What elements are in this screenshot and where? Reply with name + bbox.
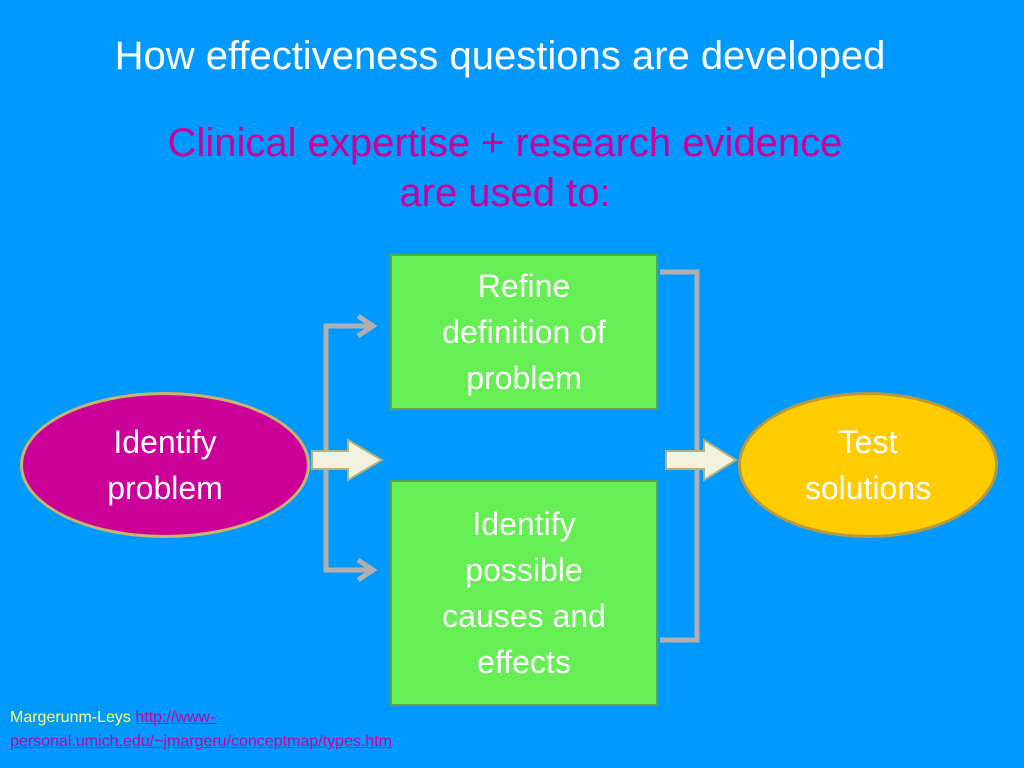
arrowhead-to-refine [356, 313, 378, 339]
credit-link-line-2: personal.umich.edu/~jmargeru/conceptmap/… [10, 733, 392, 750]
block-arrow-left [311, 438, 384, 482]
subtitle: Clinical expertise + research evidence a… [60, 118, 950, 218]
identify-causes-node: Identify possible causes and effects [390, 480, 658, 706]
refine-definition-node: Refine definition of problem [390, 254, 658, 410]
identify-problem-node: Identify problem [20, 392, 310, 538]
subtitle-line-2: are used to: [399, 171, 611, 215]
branch-connector [323, 323, 372, 573]
credit: Margerunm-Leys http://www-personal.umich… [10, 706, 530, 754]
credit-author: Margerunm-Leys [10, 709, 131, 726]
page-title: How effectiveness questions are develope… [114, 34, 886, 78]
block-arrow-right [665, 438, 738, 482]
subtitle-line-1: Clinical expertise + research evidence [167, 121, 843, 165]
credit-link-line-1: http://www- [135, 709, 216, 726]
test-solutions-node: Test solutions [738, 392, 998, 538]
arrowhead-to-causes [356, 557, 378, 583]
credit-link[interactable]: http://www-personal.umich.edu/~jmargeru/… [10, 709, 392, 750]
